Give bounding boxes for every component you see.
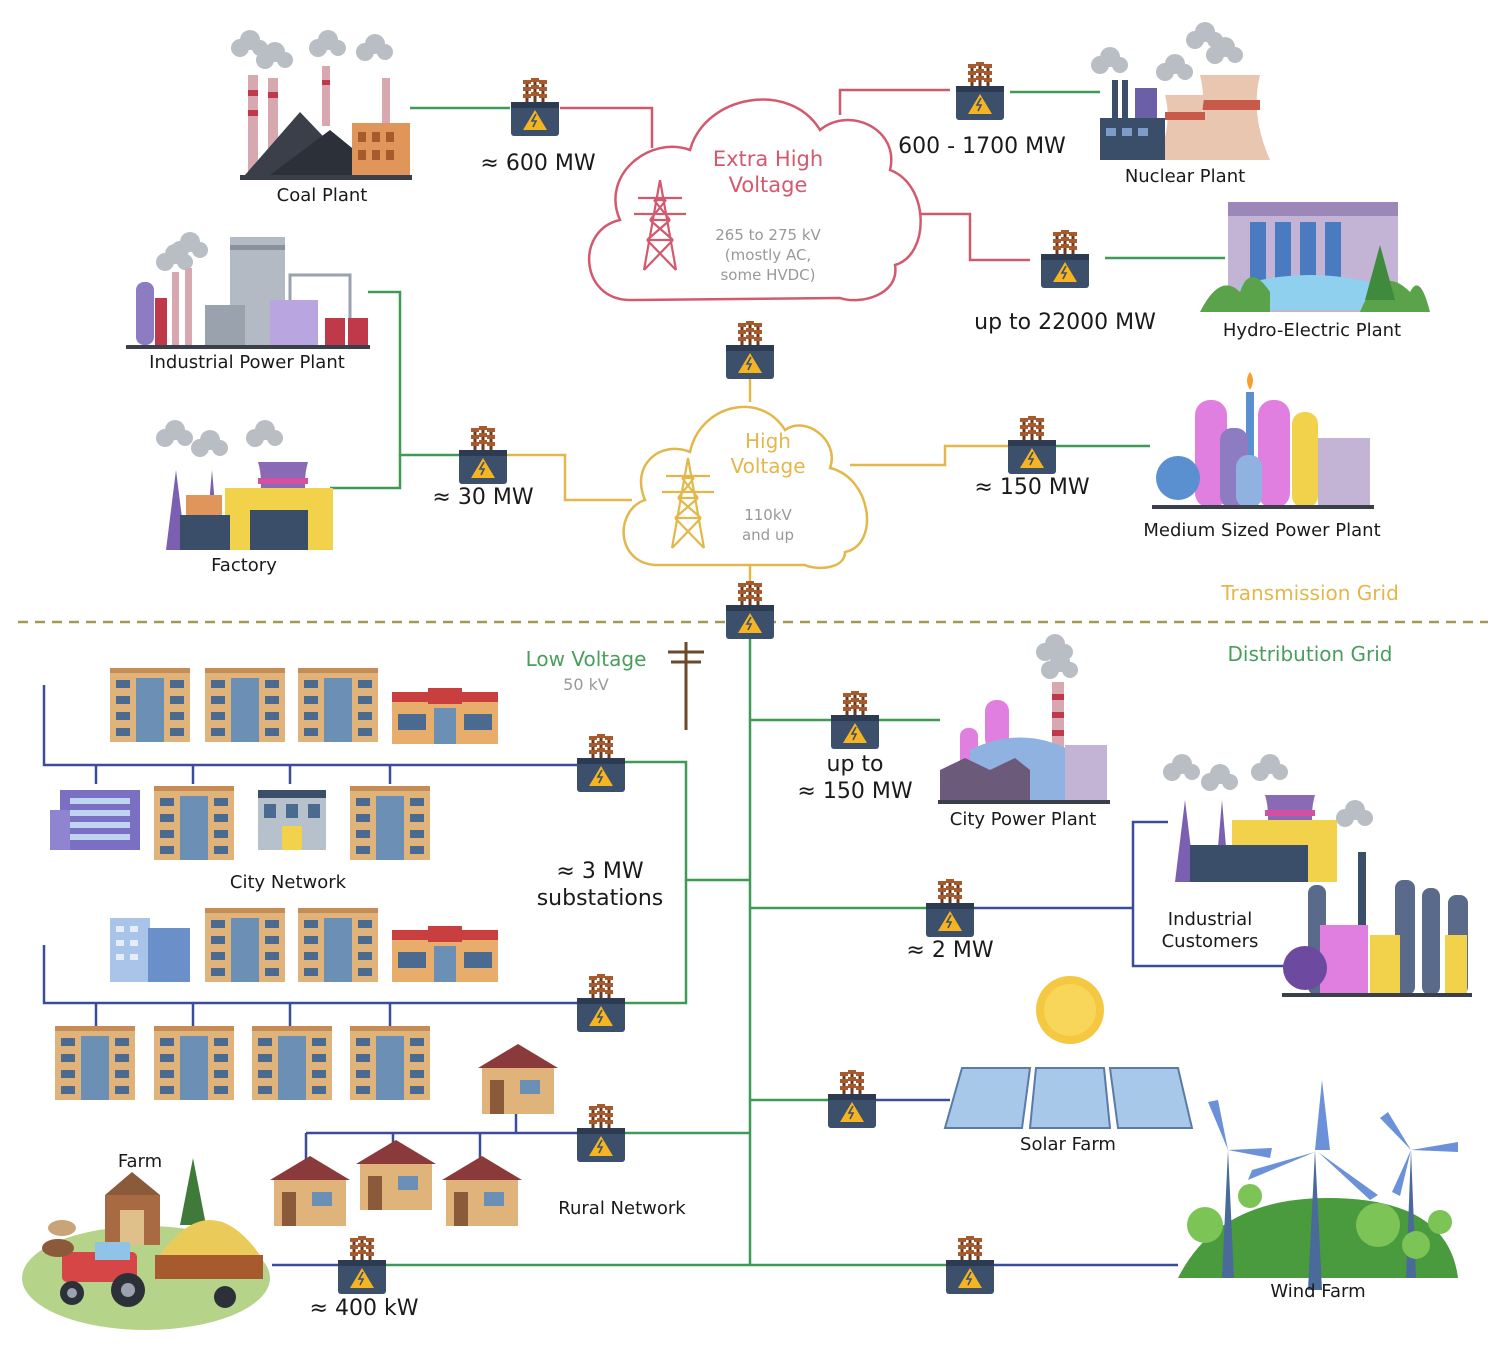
hv-title-2: Voltage bbox=[730, 454, 805, 478]
nuclear-plant-icon bbox=[1091, 22, 1270, 160]
industrial-customers-power: ≈ 2 MW bbox=[906, 938, 993, 963]
solar-panels-icon bbox=[943, 1067, 1194, 1129]
transformer-icon bbox=[575, 732, 627, 794]
transformer-icon bbox=[826, 1068, 878, 1130]
hv-cloud: High Voltage 110kV and up bbox=[622, 405, 869, 570]
utility-pole-icon bbox=[668, 642, 704, 730]
wind-farm-label: Wind Farm bbox=[1270, 1281, 1365, 1302]
coal-plant-icon bbox=[231, 30, 412, 180]
transformer-icon bbox=[1039, 228, 1091, 290]
industrial-customers-label-1: Industrial bbox=[1168, 909, 1252, 930]
industrial-customers-icon bbox=[1163, 754, 1472, 997]
transformer-icon bbox=[944, 1234, 996, 1296]
farm-icon bbox=[22, 1158, 270, 1330]
city-network-buildings bbox=[50, 668, 498, 860]
ehv-desc-1: 265 to 275 kV bbox=[715, 226, 821, 244]
distribution-lines bbox=[380, 635, 948, 1267]
rural-network-label: Rural Network bbox=[558, 1198, 686, 1219]
low-voltage-title: Low Voltage bbox=[526, 647, 647, 671]
hydro-plant-label: Hydro-Electric Plant bbox=[1223, 320, 1401, 341]
city-power-plant-icon bbox=[938, 634, 1110, 804]
transmission-grid-label: Transmission Grid bbox=[1220, 581, 1399, 605]
transformer-icon bbox=[724, 579, 776, 641]
industrial-power-plant-icon bbox=[126, 232, 370, 349]
factory-power: ≈ 30 MW bbox=[432, 485, 533, 510]
city-power-plant-power-1: up to bbox=[827, 752, 884, 777]
hydro-plant-icon bbox=[1200, 202, 1430, 312]
blue-lines bbox=[42, 685, 1285, 1267]
coal-plant-label: Coal Plant bbox=[277, 185, 368, 206]
coal-plant-power: ≈ 600 MW bbox=[480, 151, 595, 176]
transformer-icon bbox=[1006, 414, 1058, 476]
medium-power-plant-power: ≈ 150 MW bbox=[974, 475, 1089, 500]
ehv-desc-2: (mostly AC, bbox=[725, 246, 811, 264]
medium-power-plant-label: Medium Sized Power Plant bbox=[1143, 520, 1380, 541]
ehv-cloud: Extra High Voltage 265 to 275 kV (mostly… bbox=[587, 98, 922, 302]
transformer-icon bbox=[724, 319, 776, 381]
farm-power: ≈ 400 kW bbox=[310, 1296, 419, 1321]
transformer-icon bbox=[336, 1234, 388, 1296]
wind-farm-icon bbox=[1178, 1080, 1458, 1290]
ehv-title-1: Extra High bbox=[713, 147, 823, 171]
industrial-customers-label-2: Customers bbox=[1162, 931, 1259, 952]
transformer-icon bbox=[509, 76, 561, 138]
industrial-power-plant-label: Industrial Power Plant bbox=[149, 352, 345, 373]
farm-label: Farm bbox=[118, 1151, 162, 1172]
ehv-lines bbox=[560, 88, 1030, 262]
hv-desc-1: 110kV bbox=[744, 506, 792, 524]
hydro-plant-power: up to 22000 MW bbox=[974, 310, 1156, 335]
transformer-icon bbox=[575, 1102, 627, 1164]
transformer-icon bbox=[924, 877, 976, 939]
transformer-icon bbox=[575, 972, 627, 1034]
hv-title-1: High bbox=[745, 429, 791, 453]
green-lines-top bbox=[330, 90, 1225, 490]
factory-label: Factory bbox=[211, 555, 277, 576]
city-network-buildings-2 bbox=[55, 908, 498, 1100]
low-voltage-desc: 50 kV bbox=[563, 675, 609, 694]
ehv-title-2: Voltage bbox=[729, 173, 808, 197]
hv-desc-2: and up bbox=[742, 526, 794, 544]
city-network-label: City Network bbox=[230, 872, 347, 893]
transformer-icon bbox=[954, 60, 1006, 122]
medium-power-plant-icon bbox=[1152, 372, 1374, 509]
substations-power-2: substations bbox=[537, 886, 664, 911]
city-power-plant-power-2: ≈ 150 MW bbox=[797, 779, 912, 804]
transformer-icon bbox=[457, 424, 509, 486]
factory-icon bbox=[156, 420, 333, 550]
nuclear-plant-power: 600 - 1700 MW bbox=[898, 134, 1066, 159]
substations-power-1: ≈ 3 MW bbox=[556, 859, 643, 884]
transformer-icon bbox=[829, 689, 881, 751]
nuclear-plant-label: Nuclear Plant bbox=[1125, 166, 1245, 187]
sun-icon bbox=[1036, 976, 1104, 1044]
city-power-plant-label: City Power Plant bbox=[950, 809, 1097, 830]
distribution-grid-label: Distribution Grid bbox=[1227, 642, 1392, 666]
solar-farm-label: Solar Farm bbox=[1020, 1134, 1116, 1155]
ehv-desc-3: some HVDC) bbox=[720, 266, 815, 284]
